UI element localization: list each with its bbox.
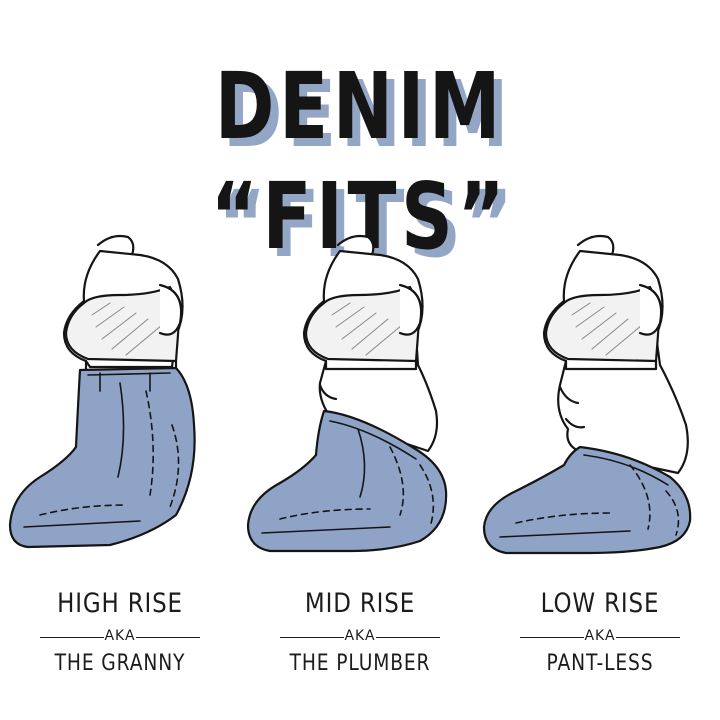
aka-label: AKA [584,628,616,644]
aka-line-left [520,637,584,638]
aka-line-right [376,637,440,638]
aka-line-right [616,637,680,638]
aka-line-left [40,637,104,638]
aka-line-right [136,637,200,638]
high-rise-nickname: THE GRANNY [54,651,186,676]
aka-line-left [280,637,344,638]
mid-rise-figure [246,234,448,553]
aka-row: AKA [480,628,720,648]
aka-label: AKA [344,628,376,644]
aka-row: AKA [0,628,240,648]
low-rise-label: LOW RISE [540,588,660,619]
high-rise-figure [8,234,196,549]
mid-rise-nickname: THE PLUMBER [289,651,431,676]
title-shadow: DENIM “FITS” [218,61,518,278]
mid-rise-jeans [246,409,448,553]
low-rise-figure [482,234,692,555]
title-text: DENIM “FITS” [210,53,510,270]
low-rise-jeans [482,445,692,555]
high-rise-jeans [8,366,196,549]
high-rise-label: HIGH RISE [57,588,183,619]
low-rise-nickname: PANT-LESS [546,651,654,676]
aka-label: AKA [104,628,136,644]
page-title: DENIM “FITS” DENIM “FITS” [0,52,720,278]
mid-rise-label: MID RISE [304,588,416,619]
aka-row: AKA [240,628,480,648]
